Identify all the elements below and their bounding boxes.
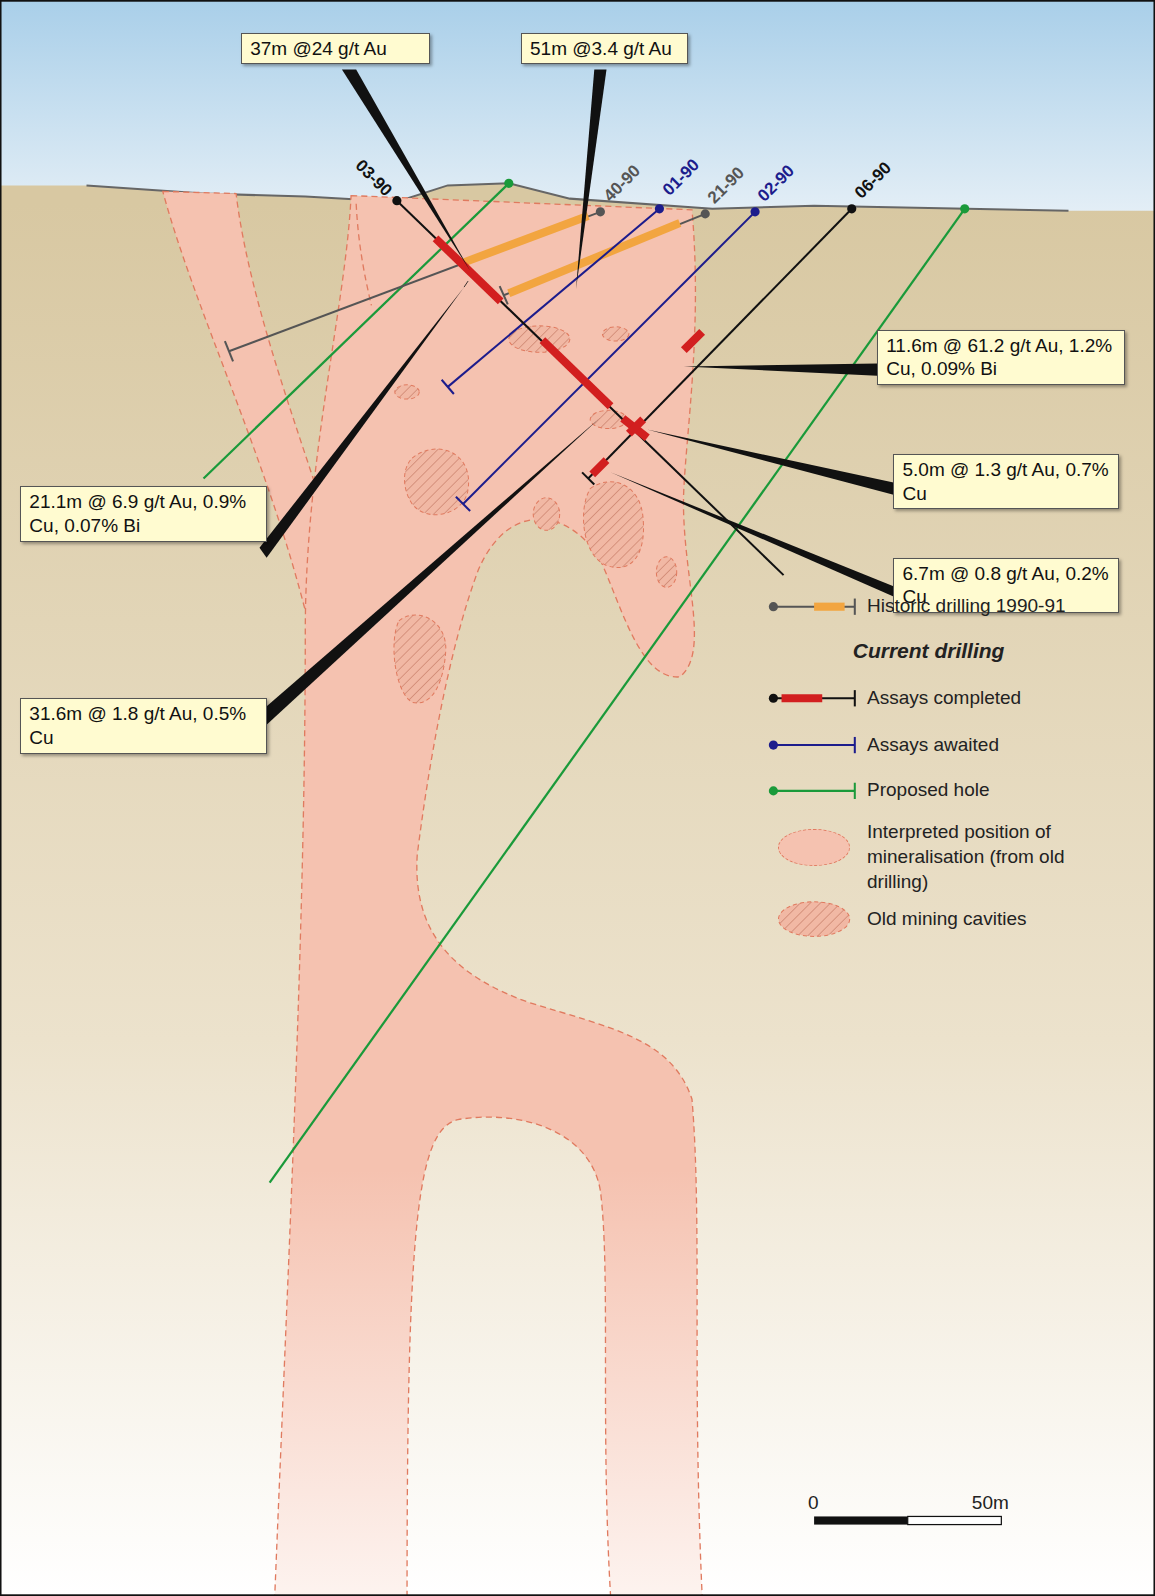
assay-callout: 51m @3.4 g/t Au	[521, 33, 688, 65]
scale-label: 50m	[972, 1492, 1009, 1514]
assay-callout: 5.0m @ 1.3 g/t Au, 0.7% Cu	[893, 454, 1119, 510]
assay-text: 5.0m @ 1.3 g/t Au, 0.7% Cu	[902, 458, 1110, 506]
assay-text: 21.1m @ 6.9 g/t Au, 0.9% Cu, 0.07% Bi	[29, 490, 257, 538]
assay-callout: 21.1m @ 6.9 g/t Au, 0.9% Cu, 0.07% Bi	[20, 486, 266, 542]
assay-text: 51m @3.4 g/t Au	[530, 37, 679, 61]
legend-heading: Current drilling	[853, 639, 1005, 663]
legend-text: Interpreted position of mineralisation (…	[867, 820, 1091, 894]
legend-swatch	[778, 829, 849, 866]
legend-text: Historic drilling 1990-91	[867, 594, 1142, 619]
assay-callout: 11.6m @ 61.2 g/t Au, 1.2% Cu, 0.09% Bi	[877, 330, 1125, 386]
assay-callout: 31.6m @ 1.8 g/t Au, 0.5% Cu	[20, 698, 266, 754]
scale-label: 0	[808, 1492, 819, 1514]
assay-text: 37m @24 g/t Au	[250, 37, 421, 61]
legend-text: Assays awaited	[867, 733, 1142, 758]
assay-text: 11.6m @ 61.2 g/t Au, 1.2% Cu, 0.09% Bi	[886, 334, 1116, 382]
legend-text: Old mining cavities	[867, 907, 1142, 932]
assay-callout: 37m @24 g/t Au	[241, 33, 430, 65]
legend-text: Proposed hole	[867, 778, 1142, 803]
assay-text: 31.6m @ 1.8 g/t Au, 0.5% Cu	[29, 702, 257, 750]
legend-text: Assays completed	[867, 686, 1142, 711]
